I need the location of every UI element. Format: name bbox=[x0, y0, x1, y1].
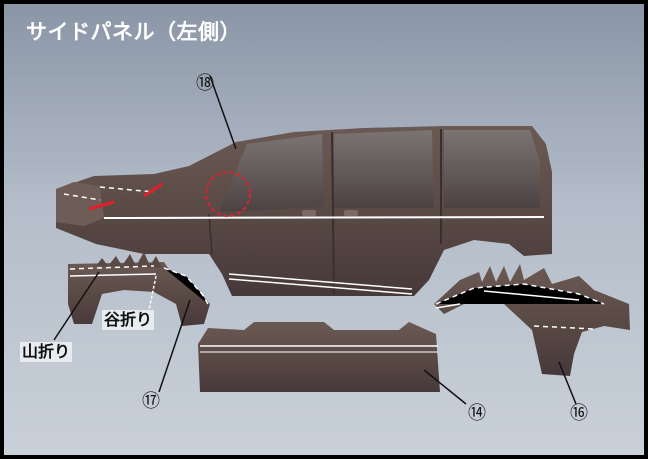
front-window bbox=[219, 134, 324, 212]
door-handle bbox=[344, 210, 358, 216]
leader-line-16 bbox=[558, 361, 577, 405]
highlight-circle bbox=[205, 171, 251, 217]
part-number-16: ⑯ bbox=[570, 403, 588, 424]
diagram-canvas bbox=[4, 4, 644, 455]
door-handle bbox=[302, 210, 316, 216]
middle-window bbox=[334, 130, 434, 208]
leader-line-14 bbox=[423, 369, 467, 405]
part-number-14: ⑭ bbox=[468, 403, 486, 424]
leader-line-18 bbox=[209, 75, 237, 150]
part-number-17: ⑰ bbox=[142, 391, 160, 412]
red-mark bbox=[143, 182, 163, 198]
mountain-fold-label: 山折り bbox=[20, 342, 73, 362]
page-title: サイドパネル（左側） bbox=[26, 20, 241, 44]
fold-line bbox=[103, 216, 545, 219]
red-mark bbox=[88, 200, 115, 211]
side-panel-main bbox=[56, 75, 552, 296]
valley-fold-pointer bbox=[148, 275, 157, 311]
part-number-18: ⑱ bbox=[196, 73, 214, 94]
rear-fender-piece bbox=[434, 264, 630, 405]
rocker-panel-piece bbox=[198, 322, 467, 405]
front-fender-piece bbox=[53, 252, 210, 393]
valley-fold-label: 谷折り bbox=[102, 310, 155, 330]
mountain-fold-pointer bbox=[53, 271, 100, 341]
leader-line-17 bbox=[158, 299, 191, 393]
rear-window bbox=[444, 130, 540, 208]
